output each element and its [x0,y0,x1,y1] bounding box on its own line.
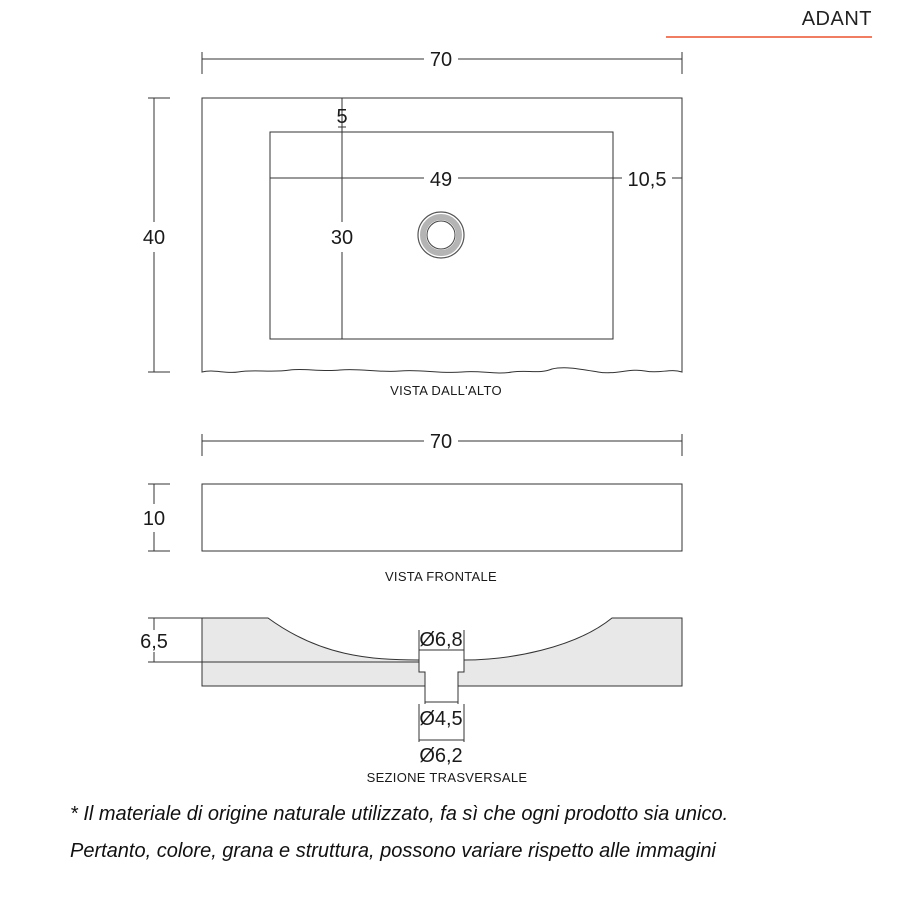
disclaimer-line-2: Pertanto, colore, grana e struttura, pos… [70,840,716,862]
basin-offset-label: 5 [336,106,347,128]
drain-outer-diameter-label: Ø6,2 [419,745,462,767]
top-depth-label: 40 [143,227,165,249]
top-view [148,52,683,374]
brand-accent-line [666,36,872,38]
side-margin-label: 10,5 [628,169,667,191]
section-view [148,617,683,742]
front-height-label: 10 [143,508,165,530]
front-width-label: 70 [430,431,452,453]
drain-hole-diameter-label: Ø4,5 [419,708,462,730]
basin-depth-label: 30 [331,227,353,249]
top-view-outline [201,97,683,374]
front-view [148,434,683,552]
drain-top-diameter-label: Ø6,8 [419,629,462,651]
section-depth-label: 6,5 [140,631,168,653]
top-view-drain-outer [417,211,465,259]
top-width-label: 70 [430,49,452,71]
top-view-basin [269,131,614,340]
basin-width-label: 49 [430,169,452,191]
front-view-outline [201,483,683,552]
front-view-caption: VISTA FRONTALE [385,569,497,584]
section-view-caption: SEZIONE TRASVERSALE [367,770,528,785]
top-view-drain-ring [420,214,462,256]
brand-logo-text: ADANT [801,8,872,30]
section-body [201,617,683,687]
top-view-drain-inner [426,220,456,250]
top-view-caption: VISTA DALL'ALTO [390,383,502,398]
disclaimer-line-1: * Il materiale di origine naturale utili… [70,803,729,825]
